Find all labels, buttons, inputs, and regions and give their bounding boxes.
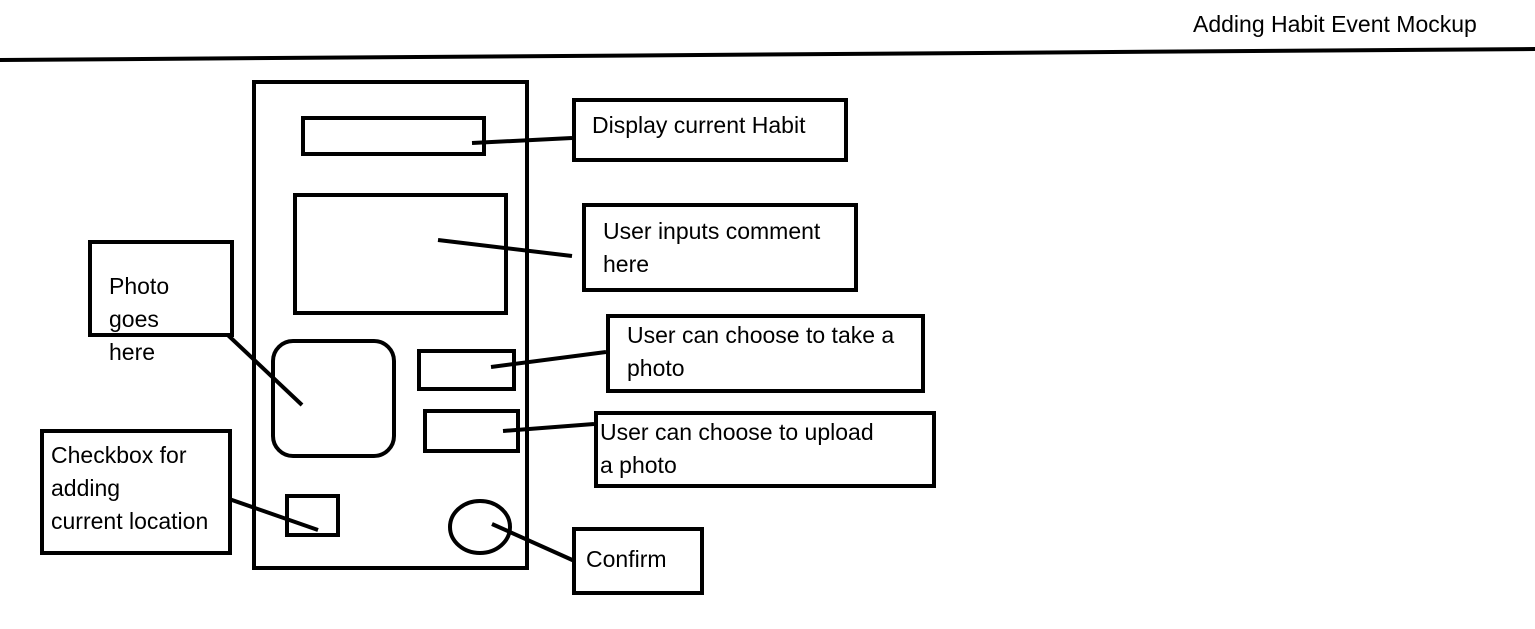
photo-box [271, 339, 396, 458]
label-take-photo: User can choose to take a photo [606, 314, 925, 393]
label-location-checkbox-text: Checkbox for adding current location [51, 442, 209, 534]
label-comment-input: User inputs comment here [582, 203, 858, 292]
connector-habit [471, 136, 573, 145]
label-confirm-text: Confirm [586, 546, 667, 572]
connector-confirm [491, 522, 580, 565]
label-take-photo-text: User can choose to take a photo [627, 322, 895, 381]
page-title: Adding Habit Event Mockup [1193, 11, 1477, 37]
label-location-checkbox: Checkbox for adding current location [40, 429, 232, 555]
label-confirm: Confirm [572, 527, 704, 595]
label-display-current-habit: Display current Habit [572, 98, 848, 162]
location-checkbox-box [285, 494, 340, 537]
comment-input-box [293, 193, 508, 315]
label-comment-input-text: User inputs comment here [603, 218, 821, 277]
confirm-button-circle [448, 499, 512, 555]
connector-upload-photo [502, 422, 595, 433]
label-display-current-habit-text: Display current Habit [592, 112, 806, 138]
label-photo: Photo goes here [88, 240, 234, 365]
label-photo-text: Photo goes here [109, 273, 170, 365]
take-photo-button-box [417, 349, 516, 391]
label-upload-photo-text: User can choose to upload a photo [600, 419, 874, 478]
label-upload-photo: User can choose to upload a photo [594, 411, 936, 488]
phone-frame [252, 80, 529, 570]
habit-display-box [301, 116, 486, 156]
header-divider [0, 47, 1535, 62]
connector-comment [437, 238, 573, 258]
connector-take-photo [490, 350, 607, 369]
